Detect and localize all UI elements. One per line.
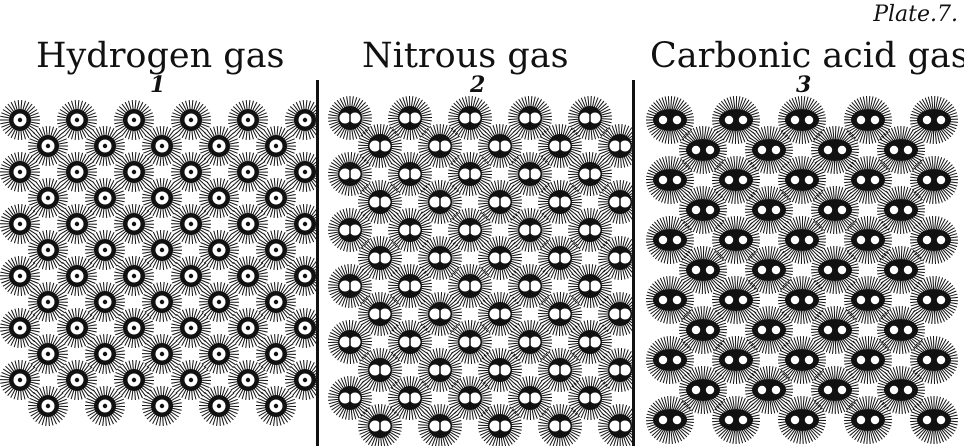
particle (844, 96, 892, 144)
panel-title-hydrogen: Hydrogen gas (36, 36, 285, 76)
particle (910, 216, 958, 264)
particle (646, 96, 694, 144)
particle (598, 348, 632, 392)
panel-number-carbonic: 3 (796, 72, 811, 98)
particle (199, 386, 239, 426)
particle (910, 96, 958, 144)
particle (538, 404, 582, 446)
particle (877, 306, 925, 354)
particle (478, 124, 522, 168)
particle (114, 100, 154, 140)
panel-number-hydrogen: 1 (150, 72, 165, 98)
particle (778, 396, 826, 444)
particle (508, 96, 552, 140)
particle (712, 216, 760, 264)
particle (910, 156, 958, 204)
particle (171, 100, 211, 140)
particle (418, 404, 462, 446)
particle (598, 236, 632, 280)
particle (85, 386, 125, 426)
particle (388, 96, 432, 140)
particle (328, 96, 372, 140)
particle (0, 100, 40, 140)
panel-title-nitrous: Nitrous gas (362, 36, 569, 76)
panel-title-carbonic: Carbonic acid gas (650, 36, 964, 76)
particle (328, 208, 372, 252)
particle (508, 376, 552, 420)
particle (568, 152, 612, 196)
panel-nitrous: Nitrous gas 2 (320, 0, 632, 446)
particle (811, 186, 859, 234)
panel-carbonic: Carbonic acid gas 3 (636, 0, 964, 446)
particle (28, 386, 68, 426)
panel-hydrogen: Hydrogen gas 1 (0, 0, 316, 446)
divider-line (632, 80, 635, 446)
particle (598, 124, 632, 168)
particle (418, 236, 462, 280)
particle (57, 100, 97, 140)
particle (778, 336, 826, 384)
particle (228, 100, 268, 140)
particle (142, 386, 182, 426)
particle (478, 404, 522, 446)
particle (328, 320, 372, 364)
particle (448, 96, 492, 140)
divider-line (316, 80, 319, 446)
panel-number-nitrous: 2 (470, 72, 485, 98)
particle (679, 366, 727, 414)
particle (646, 156, 694, 204)
particle (418, 348, 462, 392)
particle (646, 216, 694, 264)
particle (478, 236, 522, 280)
particle (256, 386, 296, 426)
